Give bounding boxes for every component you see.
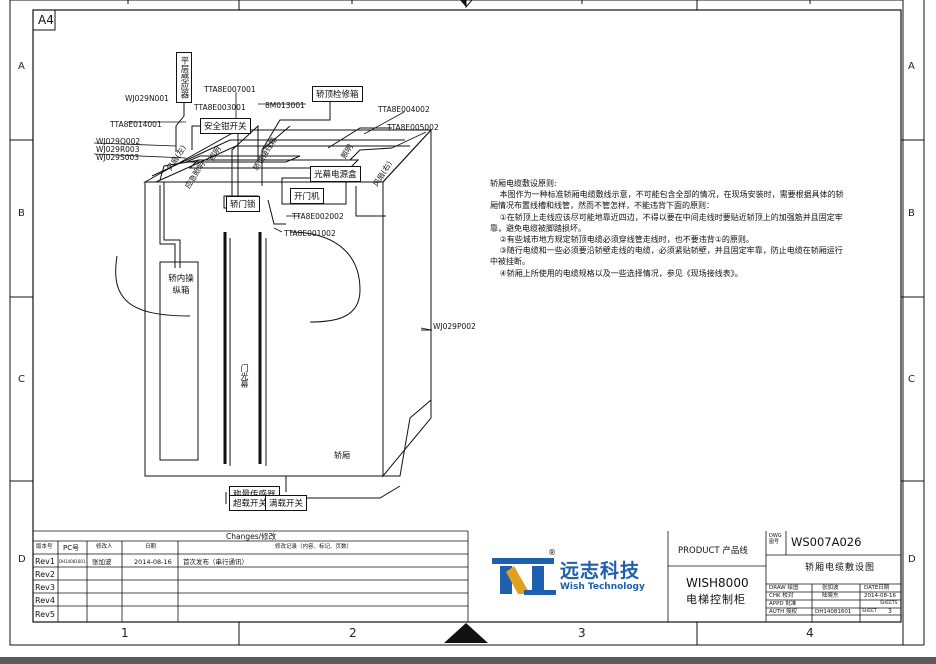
drawing-title: 轿厢电缆敷设图 xyxy=(805,563,876,573)
cable-code-wj029p002: WJ029P002 xyxy=(433,322,476,331)
cable-code-tta8e007001: TTA8E007001 xyxy=(204,85,256,94)
row-label-c-left: C xyxy=(18,374,25,385)
column-label-3: 3 xyxy=(578,626,586,640)
column-label-2: 2 xyxy=(349,626,357,640)
rev-header-modifier: 修改人 xyxy=(96,544,113,550)
revision-table-title: Changes/修改 xyxy=(226,532,277,541)
chk-label: CHK 校对 xyxy=(769,593,794,599)
rev-row-3-version: Rev3 xyxy=(35,583,55,592)
rev-row-5-version: Rev5 xyxy=(35,610,55,619)
draw-name: 张加波 xyxy=(822,585,839,591)
logo-name-en: Wish Technology xyxy=(560,582,645,592)
notes-line-2: ①在轿顶上走线应该尽可能地靠近四边，不得以要在中间走线时要贴近轿顶上的加强筋并且… xyxy=(490,212,843,233)
rev-row-1-modifier: 张加波 xyxy=(92,558,112,566)
leader-lines xyxy=(93,92,432,331)
cable-code-tta8e014001: TTA8E014001 xyxy=(110,120,162,129)
light-curtain-power-box-label: 光幕电源盒 xyxy=(310,166,361,182)
cable-code-tta8e001002: TTA8E001002 xyxy=(284,229,336,238)
sheets-label: SHEETS xyxy=(880,601,898,606)
cable-code-8m013001: 8M013001 xyxy=(265,101,305,110)
title-block-grid xyxy=(667,531,901,622)
rev-row-1-record: 首次发布（串行通讯） xyxy=(183,558,248,566)
row-label-a-right: A xyxy=(908,61,915,72)
rev-header-version: 版本号 xyxy=(36,544,53,550)
bottom-status-band xyxy=(0,657,936,664)
cable-code-tta8e005002: TTA8E005002 xyxy=(387,123,439,132)
cable-code-tta8e004002: TTA8E004002 xyxy=(378,105,430,114)
cable-code-wj029n001: WJ029N001 xyxy=(125,94,169,103)
cable-code-tta8e002002: TTA8E002002 xyxy=(292,212,344,221)
auth-label: AUTH 授权 xyxy=(769,609,798,615)
cabling-rules-notes: 轿厢电缆敷设原则: 本图作为一种标准轿厢电缆敷线示意，不可能包含全部的情况，在现… xyxy=(490,178,846,279)
column-label-4: 4 xyxy=(806,626,814,640)
product-model: WISH8000 xyxy=(686,576,749,590)
rev-row-4-version: Rev4 xyxy=(35,596,55,605)
dwg-number: WS007A026 xyxy=(791,535,862,549)
dwg-label: DWG 图号 xyxy=(769,533,782,545)
product-label: PRODUCT 产品线 xyxy=(678,546,748,556)
car-operating-panel-label: 轿内操纵箱 xyxy=(168,274,194,296)
door-operator-label: 开门机 xyxy=(290,188,324,204)
notes-line-1: 本图作为一种标准轿厢电缆敷线示意，不可能包含全部的情况，在现场安装时，需要根据具… xyxy=(490,190,844,211)
row-label-b-left: B xyxy=(18,208,25,219)
column-label-1: 1 xyxy=(121,626,129,640)
row-label-a-left: A xyxy=(18,61,25,72)
car-top-inspection-box-label: 轿顶检修箱 xyxy=(312,86,363,102)
notes-title: 轿厢电缆敷设原则: xyxy=(490,179,557,188)
auth-value: DH14081601 xyxy=(815,609,852,615)
sheet-size-tag: A4 xyxy=(38,13,54,27)
leveling-sensor-label: 平层感应器 xyxy=(176,52,192,103)
rev-row-1-pc: DH14081601 xyxy=(59,559,86,564)
overload-switch-label: 超载开关 xyxy=(229,495,271,511)
full-load-switch-label: 满载开关 xyxy=(265,495,308,511)
revision-table-grid xyxy=(33,530,469,623)
logo-name-cn: 远志科技 xyxy=(560,560,641,582)
row-label-c-right: C xyxy=(908,374,915,385)
cable-code-wj029q002: WJ029Q002 xyxy=(96,137,141,146)
appd-label: APPD 批准 xyxy=(769,601,797,607)
notes-line-5: ④轿厢上所使用的电缆规格以及一些选择情况，参见《现场接线表》。 xyxy=(499,268,743,278)
row-label-d-right: D xyxy=(908,554,916,565)
cable-code-wj029r003: WJ029R003 xyxy=(96,145,140,154)
draw-label: DRAW 绘图 xyxy=(769,585,799,591)
safety-gear-switch-label: 安全钳开关 xyxy=(200,118,251,134)
rev-header-record: 修改记录（内容、标记、页数） xyxy=(275,544,353,550)
date-value: 2014-08-16 xyxy=(864,593,896,599)
sheet-value: 3 xyxy=(888,608,892,615)
chk-name: 陆晓东 xyxy=(822,593,839,599)
light-curtain-label: 门光幕 xyxy=(240,364,249,388)
date-label: DATE日期 xyxy=(864,585,890,591)
rev-header-pc: PC号 xyxy=(63,544,80,552)
rev-header-date: 日期 xyxy=(145,544,157,550)
rev-row-1-date: 2014-08-16 xyxy=(134,558,172,566)
row-label-b-right: B xyxy=(908,208,915,219)
company-logo-mark xyxy=(492,558,556,595)
rev-row-2-version: Rev2 xyxy=(35,570,55,579)
sheet-label: SHEET xyxy=(862,609,877,614)
row-label-d-left: D xyxy=(18,554,26,565)
product-name: 电梯控制柜 xyxy=(686,593,746,606)
car-label: 轿厢 xyxy=(334,451,350,460)
car-door-lock-label: 轿门锁 xyxy=(226,196,260,212)
rev-row-1-version: Rev1 xyxy=(35,557,55,566)
cable-code-tta8e003001: TTA8E003001 xyxy=(194,103,246,112)
notes-line-3: ②有些城市地方规定轿顶电缆必须穿线管走线时，也不要违背①的原则。 xyxy=(499,235,754,245)
centering-marks xyxy=(444,0,488,643)
logo-registered-mark: ® xyxy=(548,548,556,557)
notes-line-4: ③随行电缆和一些必须要沿轿壁走线的电缆，必须紧贴轿壁，并且固定牢靠，防止电缆在轿… xyxy=(490,246,843,267)
cable-code-wj029s003: WJ029S003 xyxy=(96,153,140,162)
